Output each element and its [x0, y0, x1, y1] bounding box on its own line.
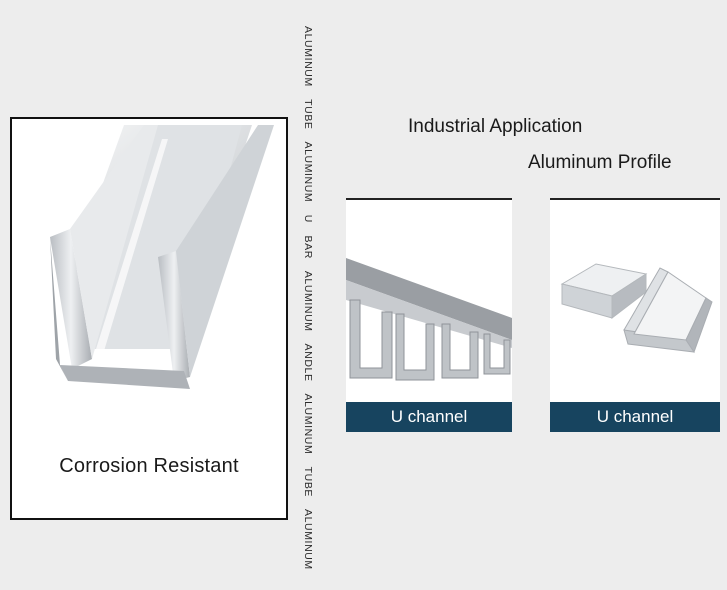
card-label-1: U channel	[346, 402, 512, 432]
product-card-2: U channel	[550, 198, 720, 432]
main-product-card: Corrosion Resistant	[10, 117, 288, 520]
product-card-1: U channel	[346, 198, 512, 432]
u-channel-stack-image	[346, 258, 512, 381]
vertical-keyword-strip: ALUMINUM TUBE ALUMINUM U BAR ALUMINUM AN…	[302, 26, 322, 586]
heading-aluminum-profile: Aluminum Profile	[528, 152, 672, 173]
main-caption: Corrosion Resistant	[59, 455, 239, 477]
card-label-2: U channel	[550, 402, 720, 432]
u-channel-pair-image	[560, 263, 713, 354]
heading-industrial-application: Industrial Application	[408, 116, 583, 137]
u-channel-large-image	[50, 125, 274, 389]
vertical-keywords: ALUMINUM TUBE ALUMINUM U BAR ALUMINUM AN…	[302, 26, 314, 570]
